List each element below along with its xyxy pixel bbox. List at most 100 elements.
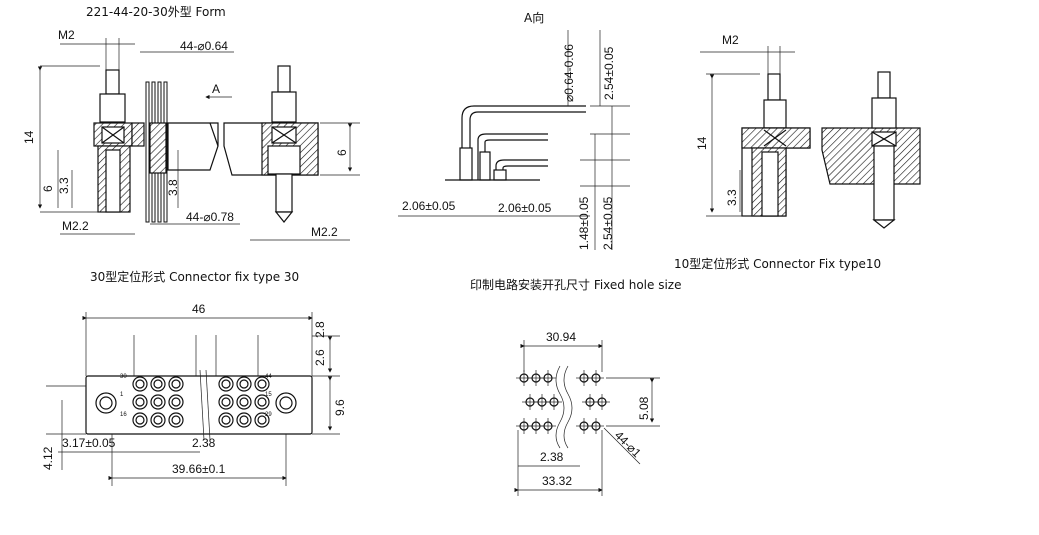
- contact-outer: [168, 376, 184, 392]
- type30-dimensions: [46, 312, 340, 486]
- contact-inner: [135, 397, 145, 407]
- contact-outer: [218, 394, 234, 410]
- dim-row-right: 2.06±0.05: [498, 201, 552, 215]
- contact-inner: [171, 397, 181, 407]
- dim-2-8: 2.8: [313, 321, 327, 338]
- dim-5-08: 5.08: [637, 396, 651, 420]
- dim-39-66: 39.66±0.1: [172, 462, 226, 476]
- contact-outer: [150, 412, 166, 428]
- dim-3-3-a: 3.3: [57, 177, 71, 194]
- contact-outer: [254, 412, 270, 428]
- hole: [597, 397, 607, 407]
- dim-pitch-top: 2.54±0.05: [602, 46, 616, 100]
- hole: [591, 373, 601, 383]
- contact-inner: [153, 397, 163, 407]
- dim-46: 46: [192, 302, 206, 316]
- dim-tail-dia: 44-⌀0.78: [186, 210, 234, 224]
- fix-type10-caption: 10型定位形式 Connector Fix type10: [674, 256, 881, 271]
- face-mark-29: 29: [265, 412, 272, 418]
- dim-1-48: 1.48±0.05: [577, 196, 591, 250]
- form-pin-bundle: [131, 81, 219, 223]
- contact-inner: [257, 397, 267, 407]
- hole: [591, 421, 601, 431]
- contact-inner: [257, 415, 267, 425]
- form-left-pin: [93, 69, 133, 213]
- contact-outer: [218, 412, 234, 428]
- a-view-dimensions: [398, 30, 630, 250]
- hole: [543, 421, 553, 431]
- dim-9-6: 9.6: [333, 399, 347, 416]
- dim-3-17: 3.17±0.05: [62, 436, 116, 450]
- dim-6-right: 6: [335, 149, 349, 156]
- contact-outer: [236, 394, 252, 410]
- contact-inner: [171, 379, 181, 389]
- contact-outer: [254, 376, 270, 392]
- dim-2-38-a: 2.38: [192, 436, 216, 450]
- contact-inner: [153, 379, 163, 389]
- contact-inner: [239, 397, 249, 407]
- dim-14-a: 14: [22, 130, 36, 144]
- form-right-pin: [223, 65, 319, 223]
- dim-pin-dia: 44-⌀0.64: [180, 39, 228, 53]
- dim-2-6: 2.6: [313, 349, 327, 366]
- contact-outer: [132, 376, 148, 392]
- contact-inner: [257, 379, 267, 389]
- form-dimensions: [37, 38, 360, 241]
- type10-left-pin: [741, 73, 811, 217]
- hole-size-caption: 印制电路安装开孔尺寸 Fixed hole size: [470, 277, 681, 292]
- contact-outer: [150, 376, 166, 392]
- type30-face-marks: 30 44 1 15 16 29: [120, 374, 272, 418]
- face-mark-30: 30: [120, 374, 127, 380]
- contact-inner: [239, 379, 249, 389]
- dim-m2-b: M2: [722, 33, 739, 47]
- contact-outer: [254, 394, 270, 410]
- hole: [543, 373, 553, 383]
- dim-2-38-b: 2.38: [540, 450, 564, 464]
- dim-m2-a: M2: [58, 28, 75, 42]
- type30-pin-array: [132, 376, 270, 428]
- hole-dimensions: [514, 340, 660, 496]
- contact-inner: [135, 415, 145, 425]
- dim-hole-dia: 44-⌀1: [612, 428, 644, 460]
- hole: [549, 397, 559, 407]
- contact-inner: [221, 415, 231, 425]
- arrow-a-label: A: [212, 82, 220, 96]
- face-mark-44: 44: [265, 374, 272, 380]
- a-view-pins: [445, 105, 586, 181]
- contact-outer: [132, 394, 148, 410]
- contact-outer: [132, 412, 148, 428]
- dim-6-a: 6: [41, 185, 55, 192]
- dim-3-3-b: 3.3: [725, 189, 739, 206]
- contact-outer: [168, 412, 184, 428]
- dim-m2-2-left: M2.2: [62, 219, 89, 233]
- contact-outer: [236, 376, 252, 392]
- hole-break-lines: [555, 365, 573, 449]
- contact-inner: [221, 379, 231, 389]
- contact-outer: [168, 394, 184, 410]
- dim-dia-tol: ⌀0.64-0.06: [562, 44, 576, 102]
- face-mark-15: 15: [265, 392, 272, 398]
- form-caption: 221-44-20-30外型 Form: [86, 5, 226, 19]
- fix-type30-caption: 30型定位形式 Connector fix type 30: [90, 269, 299, 284]
- contact-outer: [236, 412, 252, 428]
- a-view-caption: A向: [524, 10, 544, 25]
- contact-inner: [221, 397, 231, 407]
- face-mark-1: 1: [120, 392, 124, 398]
- contact-inner: [135, 379, 145, 389]
- hole-pattern: [516, 370, 610, 434]
- dim-3-8: 3.8: [166, 179, 180, 196]
- dim-14-b: 14: [695, 136, 709, 150]
- contact-outer: [150, 394, 166, 410]
- type10-right-pin: [821, 71, 921, 229]
- type30-body: [85, 335, 313, 441]
- face-mark-16: 16: [120, 412, 127, 418]
- contact-inner: [171, 415, 181, 425]
- type10-dimensions: [700, 46, 795, 217]
- dim-row-left: 2.06±0.05: [402, 199, 456, 213]
- dim-4-12: 4.12: [41, 446, 55, 470]
- contact-inner: [239, 415, 249, 425]
- dim-m2-2-right: M2.2: [311, 225, 338, 239]
- contact-outer: [218, 376, 234, 392]
- dim-pitch-bottom: 2.54±0.05: [601, 196, 615, 250]
